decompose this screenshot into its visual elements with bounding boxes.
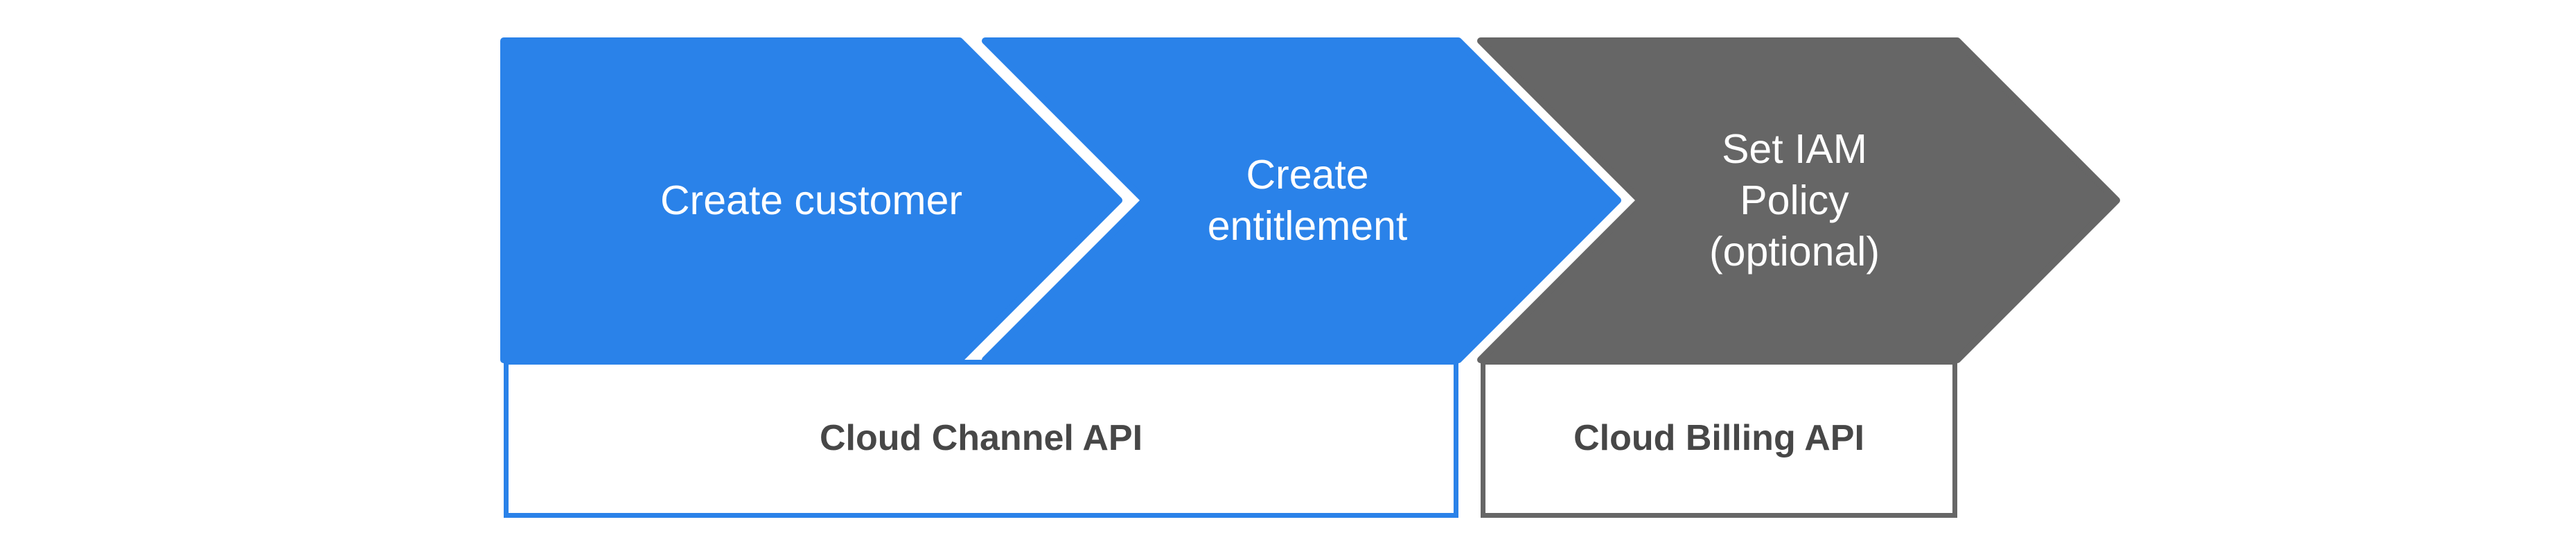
cloud-channel-api-box: Cloud Channel API: [504, 360, 1458, 518]
arrow-create-entitlement: [982, 37, 1621, 363]
arrow-create-customer: [500, 37, 1122, 363]
cloud-billing-api-box: Cloud Billing API: [1481, 360, 1957, 518]
arrow-set-iam-policy: [1477, 37, 2120, 363]
cloud-channel-api-label: Cloud Channel API: [819, 418, 1143, 459]
cloud-billing-api-label: Cloud Billing API: [1573, 418, 1864, 459]
